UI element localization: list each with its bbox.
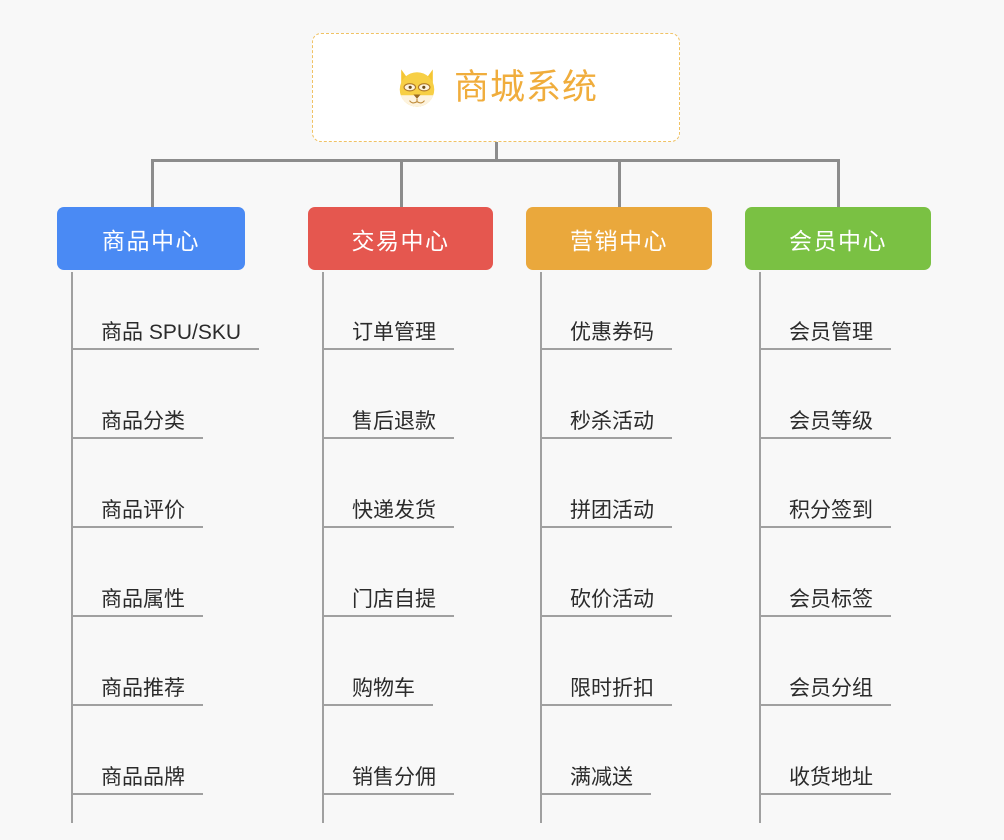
- item-label: 商品推荐: [101, 677, 185, 700]
- list-item[interactable]: 商品品牌: [71, 766, 203, 796]
- list-item[interactable]: 商品推荐: [71, 677, 203, 707]
- item-label: 商品 SPU/SKU: [101, 321, 242, 344]
- list-item[interactable]: 优惠券码: [540, 321, 672, 351]
- list-item[interactable]: 砍价活动: [540, 588, 672, 618]
- item-label: 门店自提: [352, 588, 436, 611]
- item-rule: [759, 793, 891, 796]
- list-item[interactable]: 购物车: [322, 677, 433, 707]
- column-product-center: 商品中心 商品 SPU/SKU 商品分类 商品评价 商品属性 商品推荐 商品品牌: [57, 207, 260, 825]
- list-item[interactable]: 会员管理: [759, 321, 891, 351]
- column-trade-center: 交易中心 订单管理 售后退款 快递发货 门店自提 购物车 销售分佣: [308, 207, 493, 825]
- list-item[interactable]: 会员分组: [759, 677, 891, 707]
- list-item[interactable]: 满减送: [540, 766, 651, 796]
- connector-branch-4: [837, 159, 840, 208]
- item-rule: [759, 437, 891, 440]
- list-item[interactable]: 收货地址: [759, 766, 891, 796]
- item-rule: [71, 793, 203, 796]
- item-label: 限时折扣: [570, 677, 654, 700]
- item-rule: [322, 793, 454, 796]
- item-list-member-center: 会员管理 会员等级 积分签到 会员标签 会员分组 收货地址: [745, 272, 931, 825]
- column-marketing-center: 营销中心 优惠券码 秒杀活动 拼团活动 砍价活动 限时折扣 满减送: [526, 207, 712, 825]
- item-rule: [71, 704, 203, 707]
- connector-branch-1: [151, 159, 154, 208]
- item-rule: [759, 348, 891, 351]
- category-header-product-center[interactable]: 商品中心: [57, 207, 245, 270]
- category-title: 交易中心: [351, 227, 450, 254]
- list-item[interactable]: 积分签到: [759, 499, 891, 529]
- item-rule: [71, 348, 260, 351]
- item-rule: [322, 348, 454, 351]
- list-item[interactable]: 会员标签: [759, 588, 891, 618]
- list-item[interactable]: 秒杀活动: [540, 410, 672, 440]
- item-rule: [71, 615, 203, 618]
- item-label: 满减送: [570, 766, 633, 789]
- item-label: 拼团活动: [570, 499, 654, 522]
- list-item[interactable]: 商品属性: [71, 588, 203, 618]
- item-label: 购物车: [352, 677, 415, 700]
- item-rule: [759, 526, 891, 529]
- item-label: 售后退款: [352, 410, 436, 433]
- item-label: 会员标签: [789, 588, 873, 611]
- item-rule: [540, 348, 672, 351]
- list-item[interactable]: 快递发货: [322, 499, 454, 529]
- category-title: 营销中心: [570, 227, 668, 254]
- root-title: 商城系统: [453, 68, 598, 107]
- category-title: 会员中心: [789, 227, 887, 254]
- item-label: 收货地址: [789, 766, 873, 789]
- list-item[interactable]: 商品分类: [71, 410, 203, 440]
- item-rule: [71, 526, 203, 529]
- item-label: 销售分佣: [352, 766, 436, 789]
- connector-trunk: [151, 159, 840, 162]
- item-rule: [540, 704, 672, 707]
- column-member-center: 会员中心 会员管理 会员等级 积分签到 会员标签 会员分组 收货地址: [745, 207, 931, 825]
- list-item[interactable]: 会员等级: [759, 410, 891, 440]
- list-item[interactable]: 商品评价: [71, 499, 203, 529]
- item-label: 商品分类: [101, 410, 185, 433]
- list-item[interactable]: 订单管理: [322, 321, 454, 351]
- item-label: 会员分组: [789, 677, 873, 700]
- item-list-trade-center: 订单管理 售后退款 快递发货 门店自提 购物车 销售分佣: [308, 272, 493, 825]
- item-label: 砍价活动: [570, 588, 654, 611]
- item-rule: [540, 437, 672, 440]
- item-list-marketing-center: 优惠券码 秒杀活动 拼团活动 砍价活动 限时折扣 满减送: [526, 272, 712, 825]
- item-list-product-center: 商品 SPU/SKU 商品分类 商品评价 商品属性 商品推荐 商品品牌: [57, 272, 260, 825]
- list-item[interactable]: 门店自提: [322, 588, 454, 618]
- list-item[interactable]: 拼团活动: [540, 499, 672, 529]
- item-rule: [322, 526, 454, 529]
- item-label: 商品评价: [101, 499, 185, 522]
- connector-root-stem: [495, 142, 498, 161]
- list-item[interactable]: 商品 SPU/SKU: [71, 321, 260, 351]
- item-label: 快递发货: [352, 499, 436, 522]
- connector-branch-3: [618, 159, 621, 208]
- category-title: 商品中心: [102, 227, 200, 254]
- item-rule: [540, 526, 672, 529]
- item-label: 商品品牌: [101, 766, 185, 789]
- category-header-member-center[interactable]: 会员中心: [745, 207, 931, 270]
- list-item[interactable]: 售后退款: [322, 410, 454, 440]
- item-rule: [322, 704, 433, 707]
- connector-branch-2: [400, 159, 403, 208]
- item-rule: [322, 615, 454, 618]
- item-rule: [759, 704, 891, 707]
- item-rule: [322, 437, 454, 440]
- item-label: 商品属性: [101, 588, 185, 611]
- item-rule: [71, 437, 203, 440]
- item-rule: [759, 615, 891, 618]
- list-item[interactable]: 销售分佣: [322, 766, 454, 796]
- list-item[interactable]: 限时折扣: [540, 677, 672, 707]
- category-header-trade-center[interactable]: 交易中心: [308, 207, 493, 270]
- item-label: 积分签到: [789, 499, 873, 522]
- shiba-dog-icon: [399, 68, 435, 108]
- item-label: 订单管理: [352, 321, 436, 344]
- item-rule: [540, 793, 651, 796]
- root-node[interactable]: 商城系统: [312, 33, 680, 142]
- item-label: 优惠券码: [570, 321, 654, 344]
- item-rule: [540, 615, 672, 618]
- item-label: 秒杀活动: [570, 410, 654, 433]
- item-label: 会员等级: [789, 410, 873, 433]
- item-label: 会员管理: [789, 321, 873, 344]
- category-header-marketing-center[interactable]: 营销中心: [526, 207, 712, 270]
